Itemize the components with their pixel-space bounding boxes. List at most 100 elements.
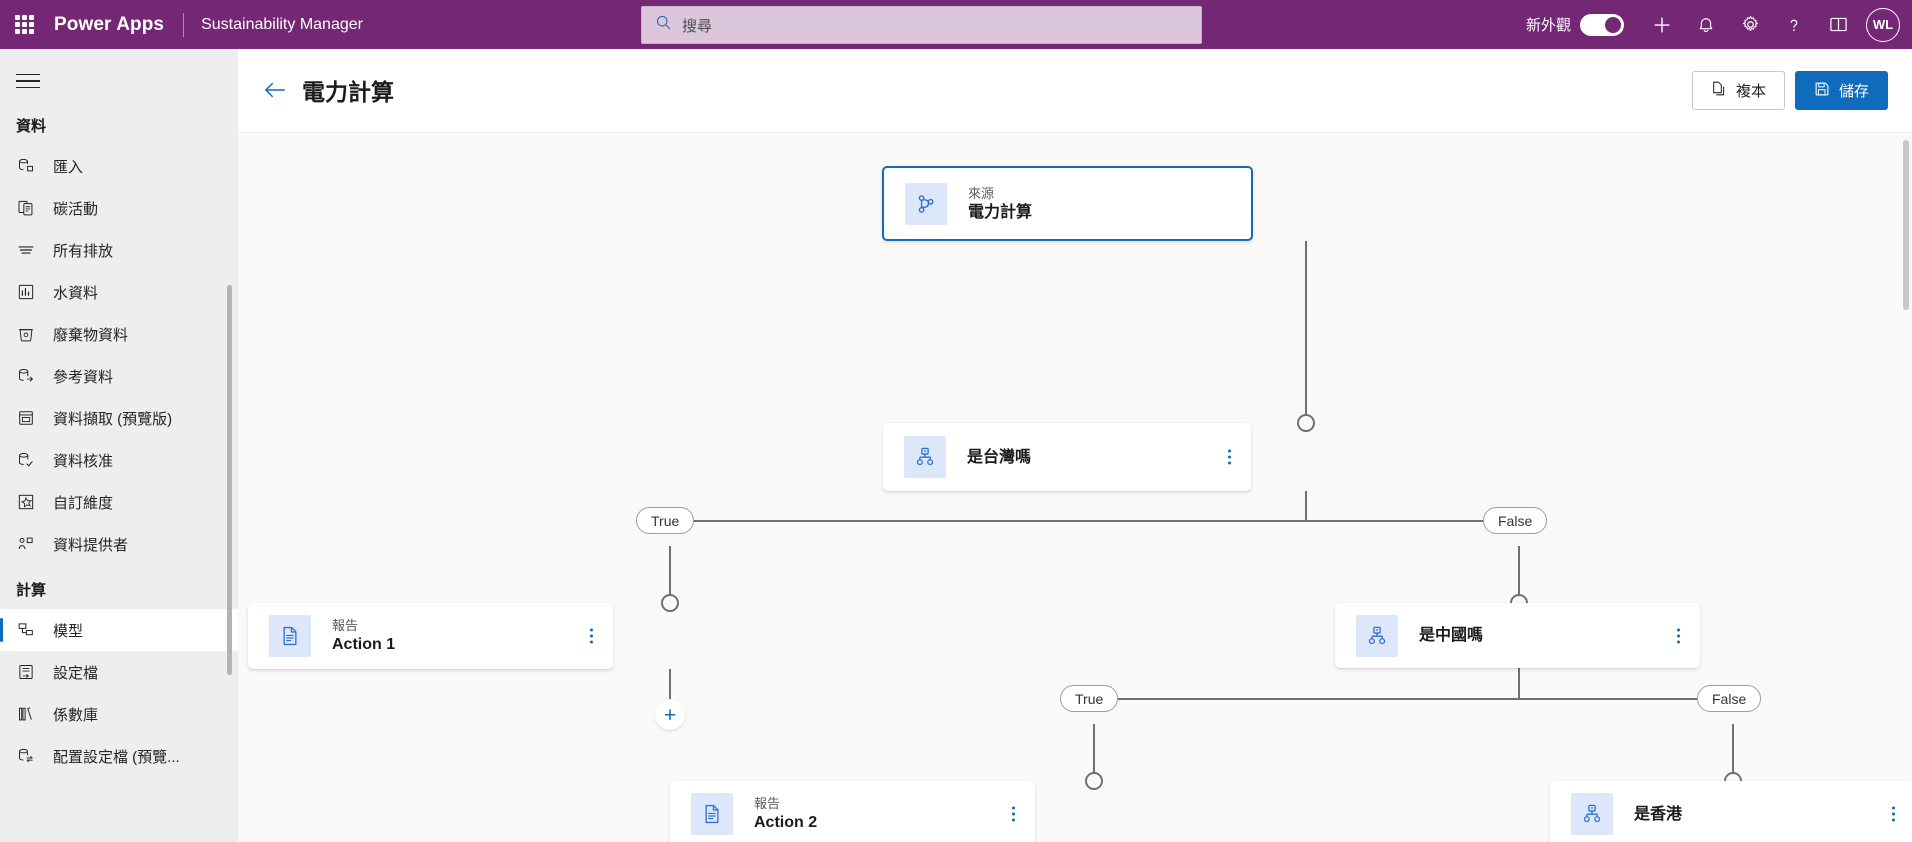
waste-data-icon [16,324,36,344]
app-name-label: Sustainability Manager [201,16,363,34]
waffle-icon [15,15,34,34]
sidebar-item-label: 水資料 [53,282,98,303]
top-app-bar: Power Apps Sustainability Manager 搜尋 新外觀 [0,0,1912,49]
condition-icon [1571,793,1613,835]
sidebar-item-carbon-activity[interactable]: 碳活動 [0,187,238,229]
flow-node-condition-hongkong[interactable]: 是香港 [1550,781,1912,842]
sidebar-item-label: 係數庫 [53,704,98,725]
new-look-toggle[interactable] [1580,14,1624,36]
brand-label: Power Apps [54,14,164,36]
copy-button[interactable]: 複本 [1692,71,1785,110]
sidebar-item-label: 資料提供者 [53,534,128,555]
sidebar-item-label: 廢棄物資料 [53,324,128,345]
gear-icon[interactable] [1728,0,1772,49]
sidebar-item-all-emissions[interactable]: 所有排放 [0,229,238,271]
global-search[interactable]: 搜尋 [641,6,1202,44]
sidebar-item-label: 匯入 [53,156,83,177]
nav-group-calculation: 計算 模型 設定檔 係數庫 配置設定檔 (預覽... [0,565,238,777]
flow-node-condition-china[interactable]: 是中國嗎 [1335,603,1700,668]
sidebar-item-data-provider[interactable]: 資料提供者 [0,523,238,565]
flow-node-subtitle: 來源 [968,185,1032,202]
flow-node-more-icon[interactable] [1677,628,1680,643]
avatar[interactable]: WL [1866,8,1900,42]
flow-node-action-1[interactable]: 報告 Action 1 [248,603,613,669]
sidebar-item-data-ingestion[interactable]: 資料擷取 (預覽版) [0,397,238,439]
nav-group-data: 資料 匯入 碳活動 所有排放 水資料 [0,101,238,565]
sidebar-item-label: 自訂維度 [53,492,113,513]
flow-node-more-icon[interactable] [1892,807,1895,822]
sidebar-item-reference-data[interactable]: 參考資料 [0,355,238,397]
data-ingestion-icon [16,408,36,428]
source-branch-icon [905,183,947,225]
command-bar-actions: 複本 儲存 [1692,71,1888,110]
flow-node-title: 電力計算 [968,202,1032,223]
save-button[interactable]: 儲存 [1795,71,1888,110]
sidebar-item-label: 所有排放 [53,240,113,261]
water-data-icon [16,282,36,302]
sidebar-item-label: 資料核准 [53,450,113,471]
sidebar-item-factor-library[interactable]: 係數庫 [0,693,238,735]
flow-node-title: Action 2 [754,812,817,833]
all-emissions-icon [16,240,36,260]
command-bar: 電力計算 複本 [238,49,1912,133]
plus-icon[interactable] [1640,0,1684,49]
bell-icon[interactable] [1684,0,1728,49]
database-import-icon [16,156,36,176]
custom-dimension-icon [16,492,36,512]
report-doc-icon [269,615,311,657]
flow-node-source[interactable]: 來源 電力計算 [882,166,1253,241]
flow-node-more-icon[interactable] [1012,807,1015,822]
waffle-menu-button[interactable] [0,0,48,49]
flow-node-subtitle: 報告 [754,795,817,812]
branch-label-true[interactable]: True [1060,685,1118,712]
save-button-label: 儲存 [1839,80,1869,101]
branch-label-false[interactable]: False [1483,507,1547,534]
model-icon [16,620,36,640]
brand-divider [183,13,184,37]
add-step-button[interactable]: + [655,700,685,730]
sidebar-item-label: 碳活動 [53,198,98,219]
flow-node-title: 是台灣嗎 [967,447,1031,468]
condition-icon [904,436,946,478]
sidebar-item-label: 配置設定檔 (預覽... [53,746,180,767]
sidebar-item-label: 設定檔 [53,662,98,683]
left-navigation: 資料 匯入 碳活動 所有排放 水資料 [0,49,238,842]
allocation-profile-icon [16,746,36,766]
sidebar-item-custom-dimension[interactable]: 自訂維度 [0,481,238,523]
sidebar-item-import[interactable]: 匯入 [0,145,238,187]
canvas-scrollbar[interactable] [1903,140,1909,310]
profile-icon [16,662,36,682]
flow-node-action-2[interactable]: 報告 Action 2 [670,781,1035,842]
sidebar-scrollbar[interactable] [227,285,232,675]
question-icon[interactable] [1772,0,1816,49]
flow-node-subtitle: 報告 [332,617,395,634]
copy-button-label: 複本 [1736,80,1766,101]
sidebar-item-profile[interactable]: 設定檔 [0,651,238,693]
save-icon [1814,81,1830,101]
hamburger-icon[interactable] [11,61,51,101]
sidebar-item-allocation-profile[interactable]: 配置設定檔 (預覽... [0,735,238,777]
sidebar-item-waste-data[interactable]: 廢棄物資料 [0,313,238,355]
sidebar-item-data-approval[interactable]: 資料核准 [0,439,238,481]
book-icon[interactable] [1816,0,1860,49]
branch-label-true[interactable]: True [636,507,694,534]
sidebar-item-model[interactable]: 模型 [0,609,238,651]
flow-node-condition-taiwan[interactable]: 是台灣嗎 [883,423,1251,491]
search-icon [655,14,672,36]
reference-data-icon [16,366,36,386]
condition-icon [1356,615,1398,657]
new-look-label: 新外觀 [1526,14,1571,35]
sidebar-item-label: 資料擷取 (預覽版) [53,408,172,429]
flow-node-title: 是中國嗎 [1419,625,1483,646]
back-arrow-icon[interactable] [264,81,286,99]
data-approval-icon [16,450,36,470]
flow-node-more-icon[interactable] [590,629,593,644]
search-input[interactable]: 搜尋 [682,15,712,36]
branch-label-false[interactable]: False [1697,685,1761,712]
sidebar-item-water-data[interactable]: 水資料 [0,271,238,313]
page-title: 電力計算 [302,73,394,107]
report-doc-icon [691,793,733,835]
sidebar-item-label: 模型 [53,620,83,641]
flow-canvas[interactable]: 來源 電力計算 是台灣嗎 True [238,134,1912,842]
flow-node-more-icon[interactable] [1228,450,1231,465]
